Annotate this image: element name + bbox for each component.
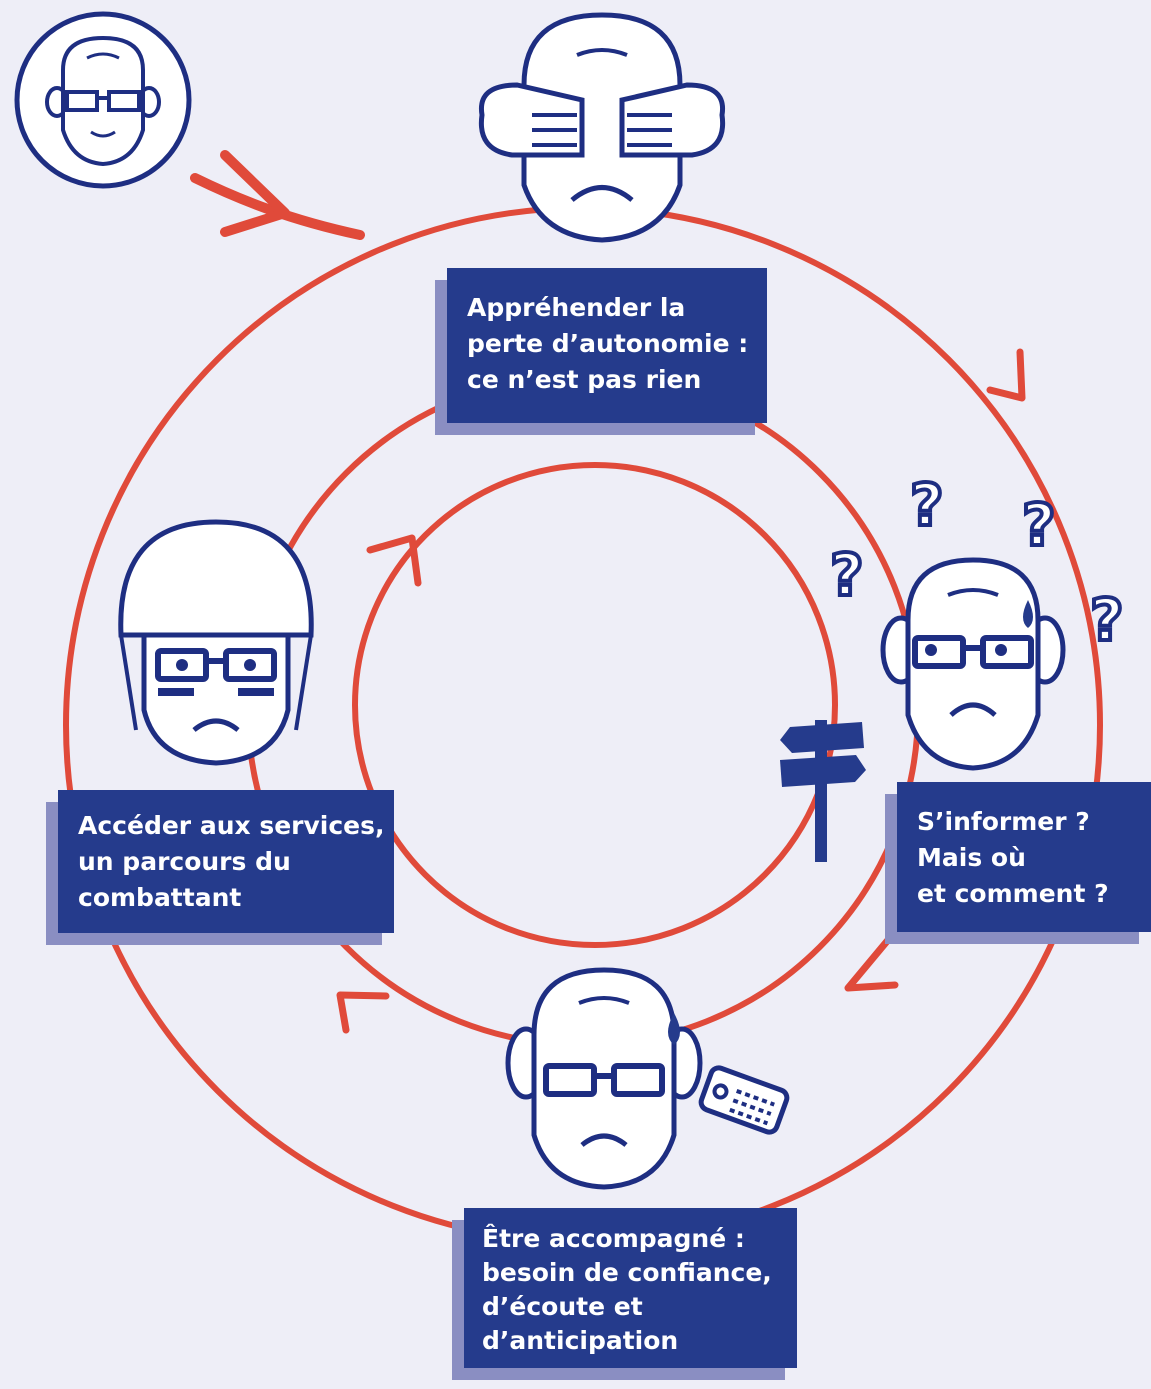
inner-cycle-ring: [352, 462, 838, 948]
svg-text:?: ?: [910, 471, 944, 539]
signpost-icon: [780, 720, 866, 862]
svg-text:?: ?: [830, 541, 864, 609]
covering-eyes-face-icon: [478, 12, 726, 243]
svg-text:?: ?: [1090, 586, 1124, 654]
cycle-arrow-heads: [336, 348, 1026, 1034]
worried-face-with-tag-icon: [505, 967, 790, 1190]
entry-arrow-icon: [190, 150, 365, 240]
arrow-head-bottom-left: [336, 991, 390, 1034]
step-label-apprehender: Appréhender la perte d’autonomie : ce n’…: [447, 268, 767, 423]
helmet-face-icon: [118, 519, 314, 766]
step-4-line-3: combattant: [78, 883, 242, 912]
step-label-acceder: Accéder aux services, un parcours du com…: [58, 790, 394, 933]
senior-portrait-icon: [14, 11, 192, 189]
step-1-line-3: ce n’est pas rien: [467, 365, 702, 394]
question-mark-icon: ? ? ? ?: [828, 469, 1126, 656]
step-1-line-1: Appréhender la: [467, 293, 686, 322]
step-label-sinformer: S’informer ? Mais où et comment ?: [897, 782, 1151, 932]
step-1-line-2: perte d’autonomie :: [467, 329, 749, 358]
confused-face-icon: [880, 557, 1066, 771]
step-3-line-2: besoin de confiance,: [482, 1258, 772, 1287]
step-2-line-3: et comment ?: [917, 879, 1109, 908]
step-label-etre-accompagne: Être accompagné : besoin de confiance, d…: [464, 1208, 797, 1368]
step-3-line-1: Être accompagné :: [482, 1224, 745, 1253]
step-3-line-4: d’anticipation: [482, 1326, 679, 1355]
arrow-head-inner: [366, 534, 422, 587]
arrow-head-bottom-right: [844, 936, 899, 992]
step-4-line-1: Accéder aux services,: [78, 811, 385, 840]
svg-text:?: ?: [1022, 491, 1056, 559]
step-2-line-2: Mais où: [917, 843, 1026, 872]
step-4-line-2: un parcours du: [78, 847, 291, 876]
step-3-line-3: d’écoute et: [482, 1292, 643, 1321]
step-2-line-1: S’informer ?: [917, 807, 1090, 836]
arrow-head-right: [986, 348, 1026, 402]
